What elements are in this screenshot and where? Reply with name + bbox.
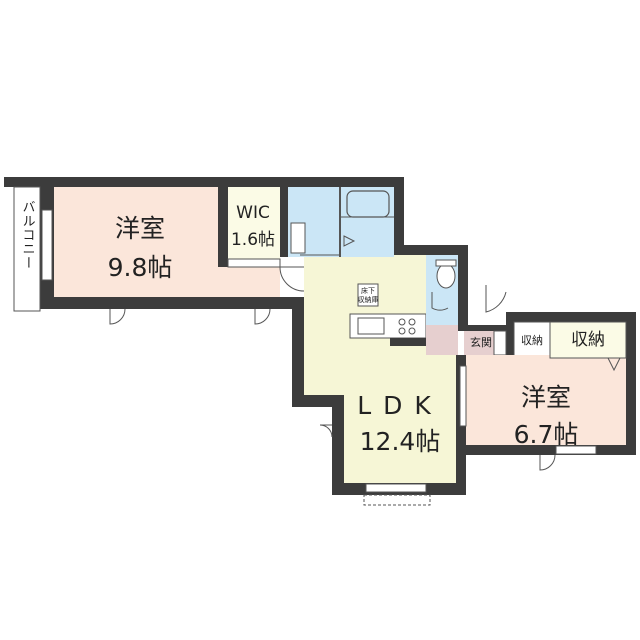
ldk: 床下 収納庫 LDK 12.4帖	[304, 255, 458, 483]
toilet	[426, 255, 458, 325]
entrance: 玄関	[426, 325, 507, 356]
windows	[41, 209, 597, 493]
balcony-label: バルコニー	[20, 200, 36, 270]
window-balcony-dashed	[363, 494, 431, 506]
wic-size: 1.6帖	[231, 230, 275, 250]
bathtub-icon	[346, 190, 390, 218]
western-room-2-name: 洋室	[521, 383, 571, 412]
toilet-icon	[436, 263, 456, 289]
ldk-size: 12.4帖	[360, 427, 441, 456]
floor-storage-line2: 収納庫	[358, 295, 379, 304]
storage-big-label: 収納	[571, 330, 605, 350]
wic-name: WIC	[236, 203, 270, 223]
western-room-2-size: 6.7帖	[514, 420, 579, 449]
western-room-1-size: 9.8帖	[108, 253, 173, 282]
storage-small-label: 収納	[521, 334, 543, 347]
western-room-1-name: 洋室	[115, 214, 165, 243]
stove-icon	[398, 318, 406, 326]
balcony: バルコニー	[13, 186, 41, 312]
ldk-name: LDK	[357, 391, 443, 420]
wic: WIC 1.6帖	[227, 187, 281, 268]
entrance-label: 玄関	[470, 335, 492, 349]
floor-storage	[357, 283, 379, 307]
western-room-2: 収納 洋室 6.7帖	[466, 321, 627, 449]
wet-areas	[288, 187, 394, 257]
western-room-1: 洋室 9.8帖	[54, 187, 280, 297]
sink-icon	[357, 317, 385, 335]
storage-small: 収納	[513, 321, 551, 357]
washbasin-icon	[290, 222, 306, 254]
doors	[109, 254, 556, 471]
floor-storage-line1: 床下	[361, 286, 375, 295]
